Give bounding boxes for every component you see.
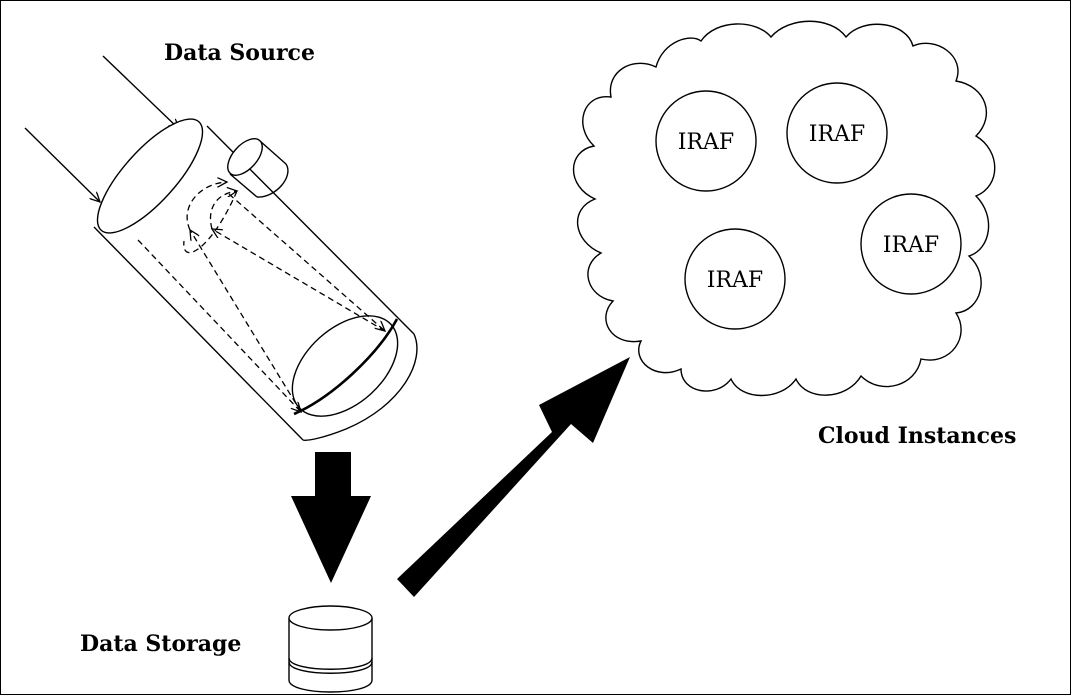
database-cylinder-divider [288, 657, 373, 670]
data-storage-label: Data Storage [80, 631, 241, 657]
iraf-node-label: IRAF [809, 122, 865, 147]
reflected-dashed-ray [212, 229, 386, 332]
iraf-node: IRAF [655, 90, 757, 192]
iraf-node-circle [786, 82, 888, 184]
iraf-node-label: IRAF [707, 268, 763, 293]
secondary-dashed-loop [186, 182, 227, 231]
database-cylinder-divider [288, 661, 373, 674]
telescope [93, 118, 418, 441]
light-ray-upper [102, 55, 179, 129]
transfer-arrow-down [291, 452, 371, 583]
secondary-dashed-loop [209, 191, 237, 230]
incoming-dashed-ray [137, 239, 301, 412]
detector-dashed-loop [183, 190, 238, 254]
detector-face [227, 138, 263, 176]
telescope-aperture [96, 118, 204, 234]
database-cylinder-top [288, 605, 373, 631]
optical-light-paths [137, 182, 386, 413]
iraf-node-label: IRAF [883, 233, 939, 258]
incoming-rays [24, 55, 179, 202]
iraf-node-circle [684, 228, 786, 330]
telescope-mirror-rim [293, 318, 399, 416]
iraf-node: IRAF [786, 82, 888, 184]
iraf-node-circle [655, 90, 757, 192]
detector-edge [229, 173, 258, 198]
database-cylinder-body [288, 618, 373, 693]
iraf-node: IRAF [860, 193, 962, 295]
telescope-back-cap [302, 333, 418, 441]
detector-cylinder [227, 138, 289, 198]
database-icon [288, 605, 373, 693]
detector-edge [259, 140, 287, 165]
reflected-dashed-ray [190, 230, 302, 413]
data-source-label: Data Source [164, 40, 315, 66]
transfer-arrow-to-cloud [397, 357, 630, 597]
light-ray-lower [24, 127, 100, 202]
detector-end-cap [256, 163, 289, 198]
incoming-dashed-ray [228, 193, 385, 331]
iraf-node-label: IRAF [678, 130, 734, 155]
iraf-node: IRAF [684, 228, 786, 330]
telescope-tube-bottom-edge [93, 226, 304, 441]
iraf-node-circle [860, 193, 962, 295]
cloud-instances-label: Cloud Instances [818, 423, 1016, 449]
